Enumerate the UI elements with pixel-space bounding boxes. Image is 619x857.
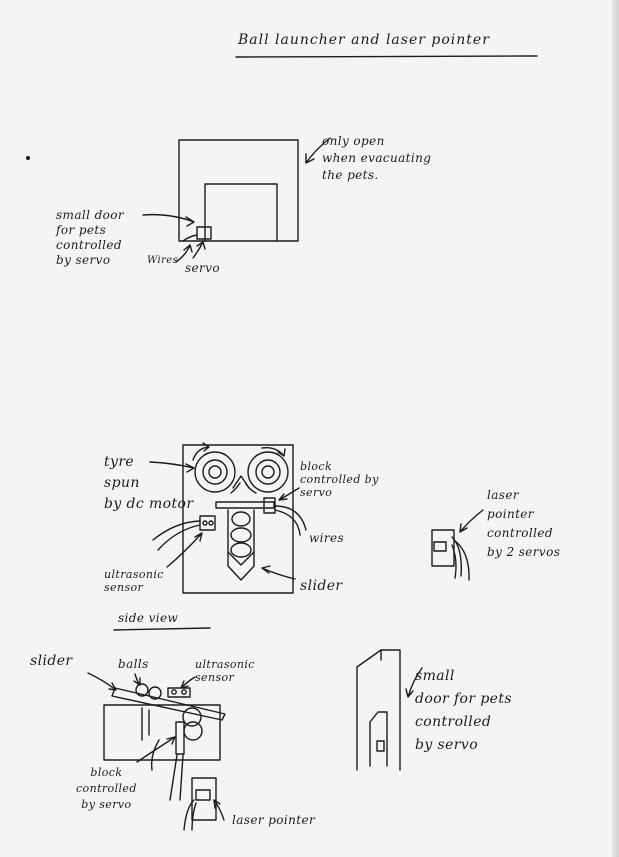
side-tyre-1 [182,707,202,727]
label-ultrasonic: ultrasonic sensor [104,568,164,594]
title-underline [235,55,538,58]
arrow-wires [175,244,193,263]
label-wires: Wires [147,255,179,266]
label-side-view: side view [118,611,179,625]
page-dot [26,155,31,160]
side-laser-inner [195,789,211,801]
tyre-right [247,451,289,493]
label-side-ultrasonic: ultrasonic sensor [195,658,255,684]
ball-3 [230,542,252,558]
ball-2 [230,527,252,543]
wires-right [274,505,307,536]
side-body [103,704,221,761]
door-servo-box [196,226,212,240]
small-door-diagram [356,649,423,771]
wires-left [152,520,201,551]
side-block [175,721,185,755]
label-only-open: only open when evacuating the pets. [322,134,432,182]
label-laser-pointer: laser pointer controlled by 2 servos [487,488,561,559]
ultrasonic-box [199,515,216,531]
tyre-left-hub [208,465,222,479]
arrow-block [278,487,300,501]
arrow-open [305,137,331,164]
ultrasonic-eye-2 [208,520,214,526]
arrow-slider [261,565,296,580]
arrow-side-balls [133,673,141,686]
launcher-diagram [149,442,307,594]
enclosure-outer [178,139,299,242]
side-ball-1 [135,683,149,697]
laser-pointer-box [433,541,447,552]
side-ultrasonic-eye-1 [171,689,177,695]
side-view-underline [113,627,211,631]
side-slider-ramp [111,687,226,721]
side-tyre-2 [183,721,203,741]
arrow-small-door [405,667,423,698]
door-panel [356,649,401,771]
page-edge-shadow [612,0,619,857]
arrow-side-laser [213,799,225,821]
label-wires-launcher: wires [309,531,345,545]
label-tyre: tyre spun by dc motor [104,454,194,512]
side-ultrasonic-box [167,687,191,698]
side-laser-box [191,777,217,821]
label-slider: slider [300,578,343,594]
label-side-slider: slider [30,653,73,669]
page-title: Ball launcher and laser pointer [238,32,490,48]
slider-chevron [227,551,255,566]
side-slider-post [141,707,150,741]
chute-top [232,475,250,489]
door-servo [376,740,385,752]
label-side-laser: laser pointer [232,813,316,827]
label-side-block: block controlled by servo [76,766,137,811]
label-side-balls: balls [118,657,149,671]
laser-wires [451,536,470,581]
enclosure-diagram [142,137,331,263]
slider-channel [227,509,255,581]
side-ultrasonic-eye-2 [181,689,187,695]
tyre-left-spin-arrow [192,442,210,461]
laser-servo-box [431,529,455,567]
side-view-diagram [87,672,226,831]
ultrasonic-eye-1 [202,520,208,526]
laser-diagram [431,509,484,581]
arrow-side-slider [87,672,117,691]
tyre-right-spin-arrow [261,446,286,457]
enclosure-inner [204,183,278,242]
arrow-door [142,213,195,227]
tyre-left [194,451,236,493]
side-wires [150,739,184,801]
label-servo: servo [185,261,220,275]
arrow-tyre [149,461,195,473]
block-bar [215,501,275,509]
ball-1 [231,511,251,527]
arrow-ultrasonic [166,532,203,568]
side-laser-wires [183,799,197,831]
door-wire [182,234,198,242]
side-ball-2 [148,686,162,700]
arrow-servo [192,241,206,259]
door-opening [369,711,388,767]
tyre-right-hub [261,465,275,479]
arrow-side-ultrasonic [180,676,196,689]
label-small-door-pets: small door for pets controlled by servo [415,668,512,753]
tyre-right-ring [255,459,281,485]
arrow-laser [459,509,484,533]
label-block: block controlled by servo [300,460,379,499]
tyre-left-ring [202,459,228,485]
arrow-side-block [136,736,176,763]
label-small-door: small door for pets controlled by servo [56,208,125,267]
tyre-left-spin-arrow-2 [230,482,241,494]
